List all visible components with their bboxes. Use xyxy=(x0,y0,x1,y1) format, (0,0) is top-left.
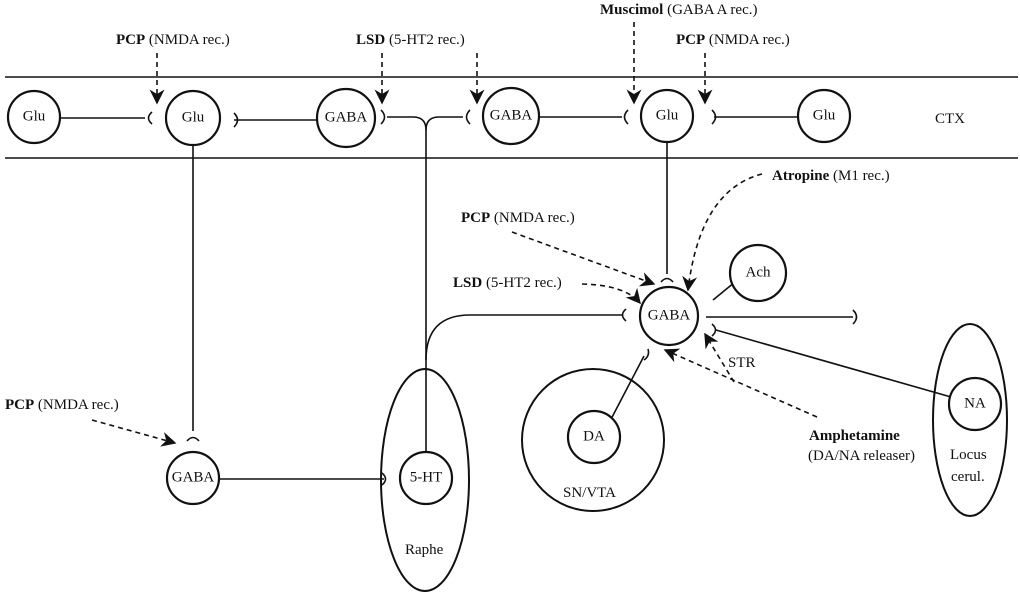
svg-text:Glu: Glu xyxy=(182,109,205,125)
neuron-gaba-low: GABA xyxy=(165,450,221,506)
svg-text:GABA: GABA xyxy=(490,107,533,123)
drug-label-amphetamine-target: (DA/NA releaser) xyxy=(808,448,915,464)
svg-text:GABA: GABA xyxy=(648,307,691,323)
drug-arrows xyxy=(91,22,818,447)
neuron-na: NA xyxy=(947,376,1003,432)
raphe-region xyxy=(380,368,470,592)
neuron-glu-far-left: Glu xyxy=(6,89,62,145)
svg-text:Ach: Ach xyxy=(746,264,771,280)
neuron-glu-left: Glu xyxy=(164,89,222,147)
str-label: STR xyxy=(728,355,756,371)
neuron-glu-mid: Glu xyxy=(639,88,695,144)
drug-label-pcp-low: PCP (NMDA rec.) xyxy=(5,397,119,413)
drug-label-lsd-top: LSD (5-HT2 rec.) xyxy=(356,32,465,48)
raphe-label: Raphe xyxy=(405,542,444,558)
neuron-5ht: 5-HT xyxy=(398,450,454,506)
svg-text:Glu: Glu xyxy=(23,108,46,124)
neuron-ach: Ach xyxy=(728,243,788,303)
svg-text:NA: NA xyxy=(964,395,986,411)
neuron-gaba-str: GABA xyxy=(638,285,700,347)
neuron-gaba-ctx-mid: GABA xyxy=(481,86,541,146)
neuron-glu-right: Glu xyxy=(796,88,852,144)
drug-label-pcp-top-left: PCP (NMDA rec.) xyxy=(116,32,230,48)
neuron-gaba-ctx-left: GABA xyxy=(315,87,377,149)
locus-coeruleus-region xyxy=(932,323,1008,517)
sn-vta-region xyxy=(521,368,665,512)
svg-text:5-HT: 5-HT xyxy=(410,469,443,485)
svg-text:DA: DA xyxy=(583,428,605,444)
svg-text:Glu: Glu xyxy=(813,107,836,123)
locus-label-line1: Locus xyxy=(950,447,987,463)
svg-text:GABA: GABA xyxy=(172,469,215,485)
synapse-marks xyxy=(147,109,858,486)
ctx-label: CTX xyxy=(935,111,965,127)
neuron-da: DA xyxy=(566,409,622,465)
sn-vta-label: SN/VTA xyxy=(563,485,616,501)
locus-label-line2: cerul. xyxy=(951,469,985,485)
axon-connections xyxy=(61,116,952,480)
drug-label-pcp-str: PCP (NMDA rec.) xyxy=(461,210,575,226)
drug-label-pcp-top-right: PCP (NMDA rec.) xyxy=(676,32,790,48)
drug-label-muscimol-top: Muscimol (GABA A rec.) xyxy=(600,2,757,18)
drug-label-amphetamine: Amphetamine xyxy=(809,428,900,444)
drug-label-lsd-str: LSD (5-HT2 rec.) xyxy=(453,275,562,291)
drug-label-atropine: Atropine (M1 rec.) xyxy=(772,168,890,184)
svg-text:Glu: Glu xyxy=(656,107,679,123)
svg-text:GABA: GABA xyxy=(325,109,368,125)
